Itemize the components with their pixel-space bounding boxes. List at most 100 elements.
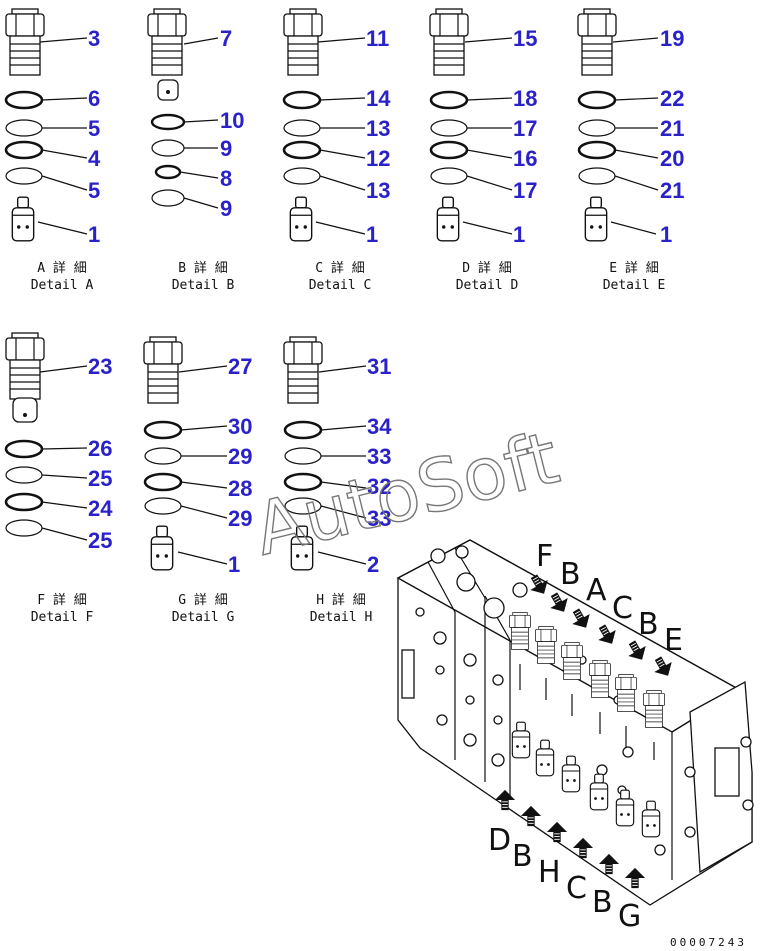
callout-label: 13: [366, 178, 390, 203]
detail-caption-en: Detail A: [31, 278, 94, 293]
section-label: C: [566, 871, 587, 906]
callout-label: 19: [660, 26, 684, 51]
cartridge-part: [614, 673, 638, 713]
section-label: B: [560, 557, 581, 592]
detail-f: 23 26 25 24 25 F 詳 細 Detail F: [4, 332, 113, 625]
detail-caption-jp: B 詳 細: [178, 260, 227, 276]
detail-e: 19 22 21 20 21 1 E 詳 細 Detail E: [577, 8, 684, 293]
callout-label: 30: [228, 414, 252, 439]
backup-ring-part: [5, 519, 43, 537]
backup-ring-part: [5, 119, 43, 137]
detail-a: 3 6 5 4 5 1 A 詳 細 Detail A: [4, 8, 101, 293]
callout-label: 13: [366, 116, 390, 141]
callout-label: 17: [513, 116, 537, 141]
callout-label: 6: [88, 86, 100, 111]
callout-label: 5: [88, 116, 100, 141]
spool-part: [12, 397, 38, 423]
section-label: C: [612, 591, 633, 626]
section-label: A: [586, 573, 607, 608]
backup-ring-part: [284, 447, 322, 465]
detail-caption-jp: A 詳 細: [37, 260, 86, 276]
detail-caption-jp: F 詳 細: [37, 592, 86, 608]
detail-caption-jp: D 詳 細: [462, 260, 511, 276]
backup-ring-part: [151, 189, 185, 207]
callout-label: 21: [660, 116, 684, 141]
section-label: H: [538, 855, 561, 890]
valve-part: [11, 196, 35, 242]
backup-ring-part: [430, 167, 468, 185]
detail-b: 7 10 9 8 9 B 詳 細 Detail B: [147, 8, 244, 293]
callout-label: 21: [660, 178, 684, 203]
backup-ring-part: [578, 119, 616, 137]
section-label: D: [488, 823, 511, 858]
callout-label: 25: [88, 528, 112, 553]
callout-label: 1: [228, 552, 240, 577]
callout-label: 23: [88, 354, 112, 379]
detail-caption-jp: C 詳 細: [315, 260, 364, 276]
backup-ring-part: [144, 497, 182, 515]
callout-label: 20: [660, 146, 684, 171]
o-ring-part: [577, 90, 617, 110]
section-label: B: [592, 885, 613, 920]
callout-label: 2: [367, 552, 379, 577]
section-label: B: [512, 839, 533, 874]
callout-label: 1: [88, 222, 100, 247]
callout-label: 27: [228, 354, 252, 379]
o-ring-part: [4, 439, 44, 459]
detail-caption-jp: H 詳 細: [316, 592, 365, 608]
backup-ring-part: [430, 119, 468, 137]
cartridge-part: [560, 641, 584, 681]
detail-caption-en: Detail E: [603, 278, 666, 293]
callout-label: 9: [220, 136, 232, 161]
callout-label: 29: [228, 506, 252, 531]
callout-label: 17: [513, 178, 537, 203]
o-ring-part: [150, 113, 186, 131]
valve-part: [150, 525, 174, 571]
o-ring-part: [4, 140, 44, 160]
o-ring-part: [4, 492, 44, 512]
callout-label: 11: [366, 26, 389, 51]
callout-label: 15: [513, 26, 537, 51]
section-label: G: [618, 899, 641, 934]
callout-label: 9: [220, 196, 232, 221]
callout-label: 5: [88, 178, 100, 203]
callout-label: 26: [88, 436, 112, 461]
cartridge-part: [508, 611, 532, 651]
callout-label: 22: [660, 86, 684, 111]
valve-part: [289, 196, 313, 242]
cartridge-part: [588, 659, 612, 699]
o-ring-part: [282, 140, 322, 160]
backup-ring-part: [144, 447, 182, 465]
backup-ring-part: [151, 139, 185, 157]
o-ring-part: [577, 140, 617, 160]
detail-caption-en: Detail F: [31, 610, 94, 625]
plug-part: [577, 8, 617, 76]
callout-label: 32: [367, 474, 391, 499]
callout-label: 1: [660, 222, 672, 247]
callout-label: 7: [220, 26, 232, 51]
backup-ring-part: [283, 167, 321, 185]
detail-caption-en: Detail B: [172, 278, 235, 293]
detail-caption-jp: G 詳 細: [178, 592, 227, 608]
section-label: B: [638, 607, 659, 642]
callout-label: 31: [367, 354, 391, 379]
backup-ring-part: [5, 466, 43, 484]
callout-label: 12: [366, 146, 390, 171]
detail-caption-jp: E 詳 細: [609, 260, 658, 276]
callout-label: 24: [88, 496, 113, 521]
backup-ring-part: [578, 167, 616, 185]
control-valve-assembly: F B A C B E D B H C B G: [396, 539, 754, 934]
detail-caption-en: Detail D: [456, 278, 519, 293]
callout-label: 10: [220, 108, 244, 133]
valve-part: [436, 196, 460, 242]
cartridge-part: [534, 625, 558, 665]
cartridge-part: [642, 689, 666, 729]
document-number: 00007243: [670, 936, 747, 949]
callout-label: 33: [367, 444, 391, 469]
callout-label: 4: [88, 146, 101, 171]
callout-label: 3: [88, 26, 100, 51]
detail-h: 31 34 33 32 33 2 H 詳 細 Detail H: [283, 336, 392, 625]
detail-caption-en: Detail G: [172, 610, 235, 625]
o-ring-part: [143, 472, 183, 492]
